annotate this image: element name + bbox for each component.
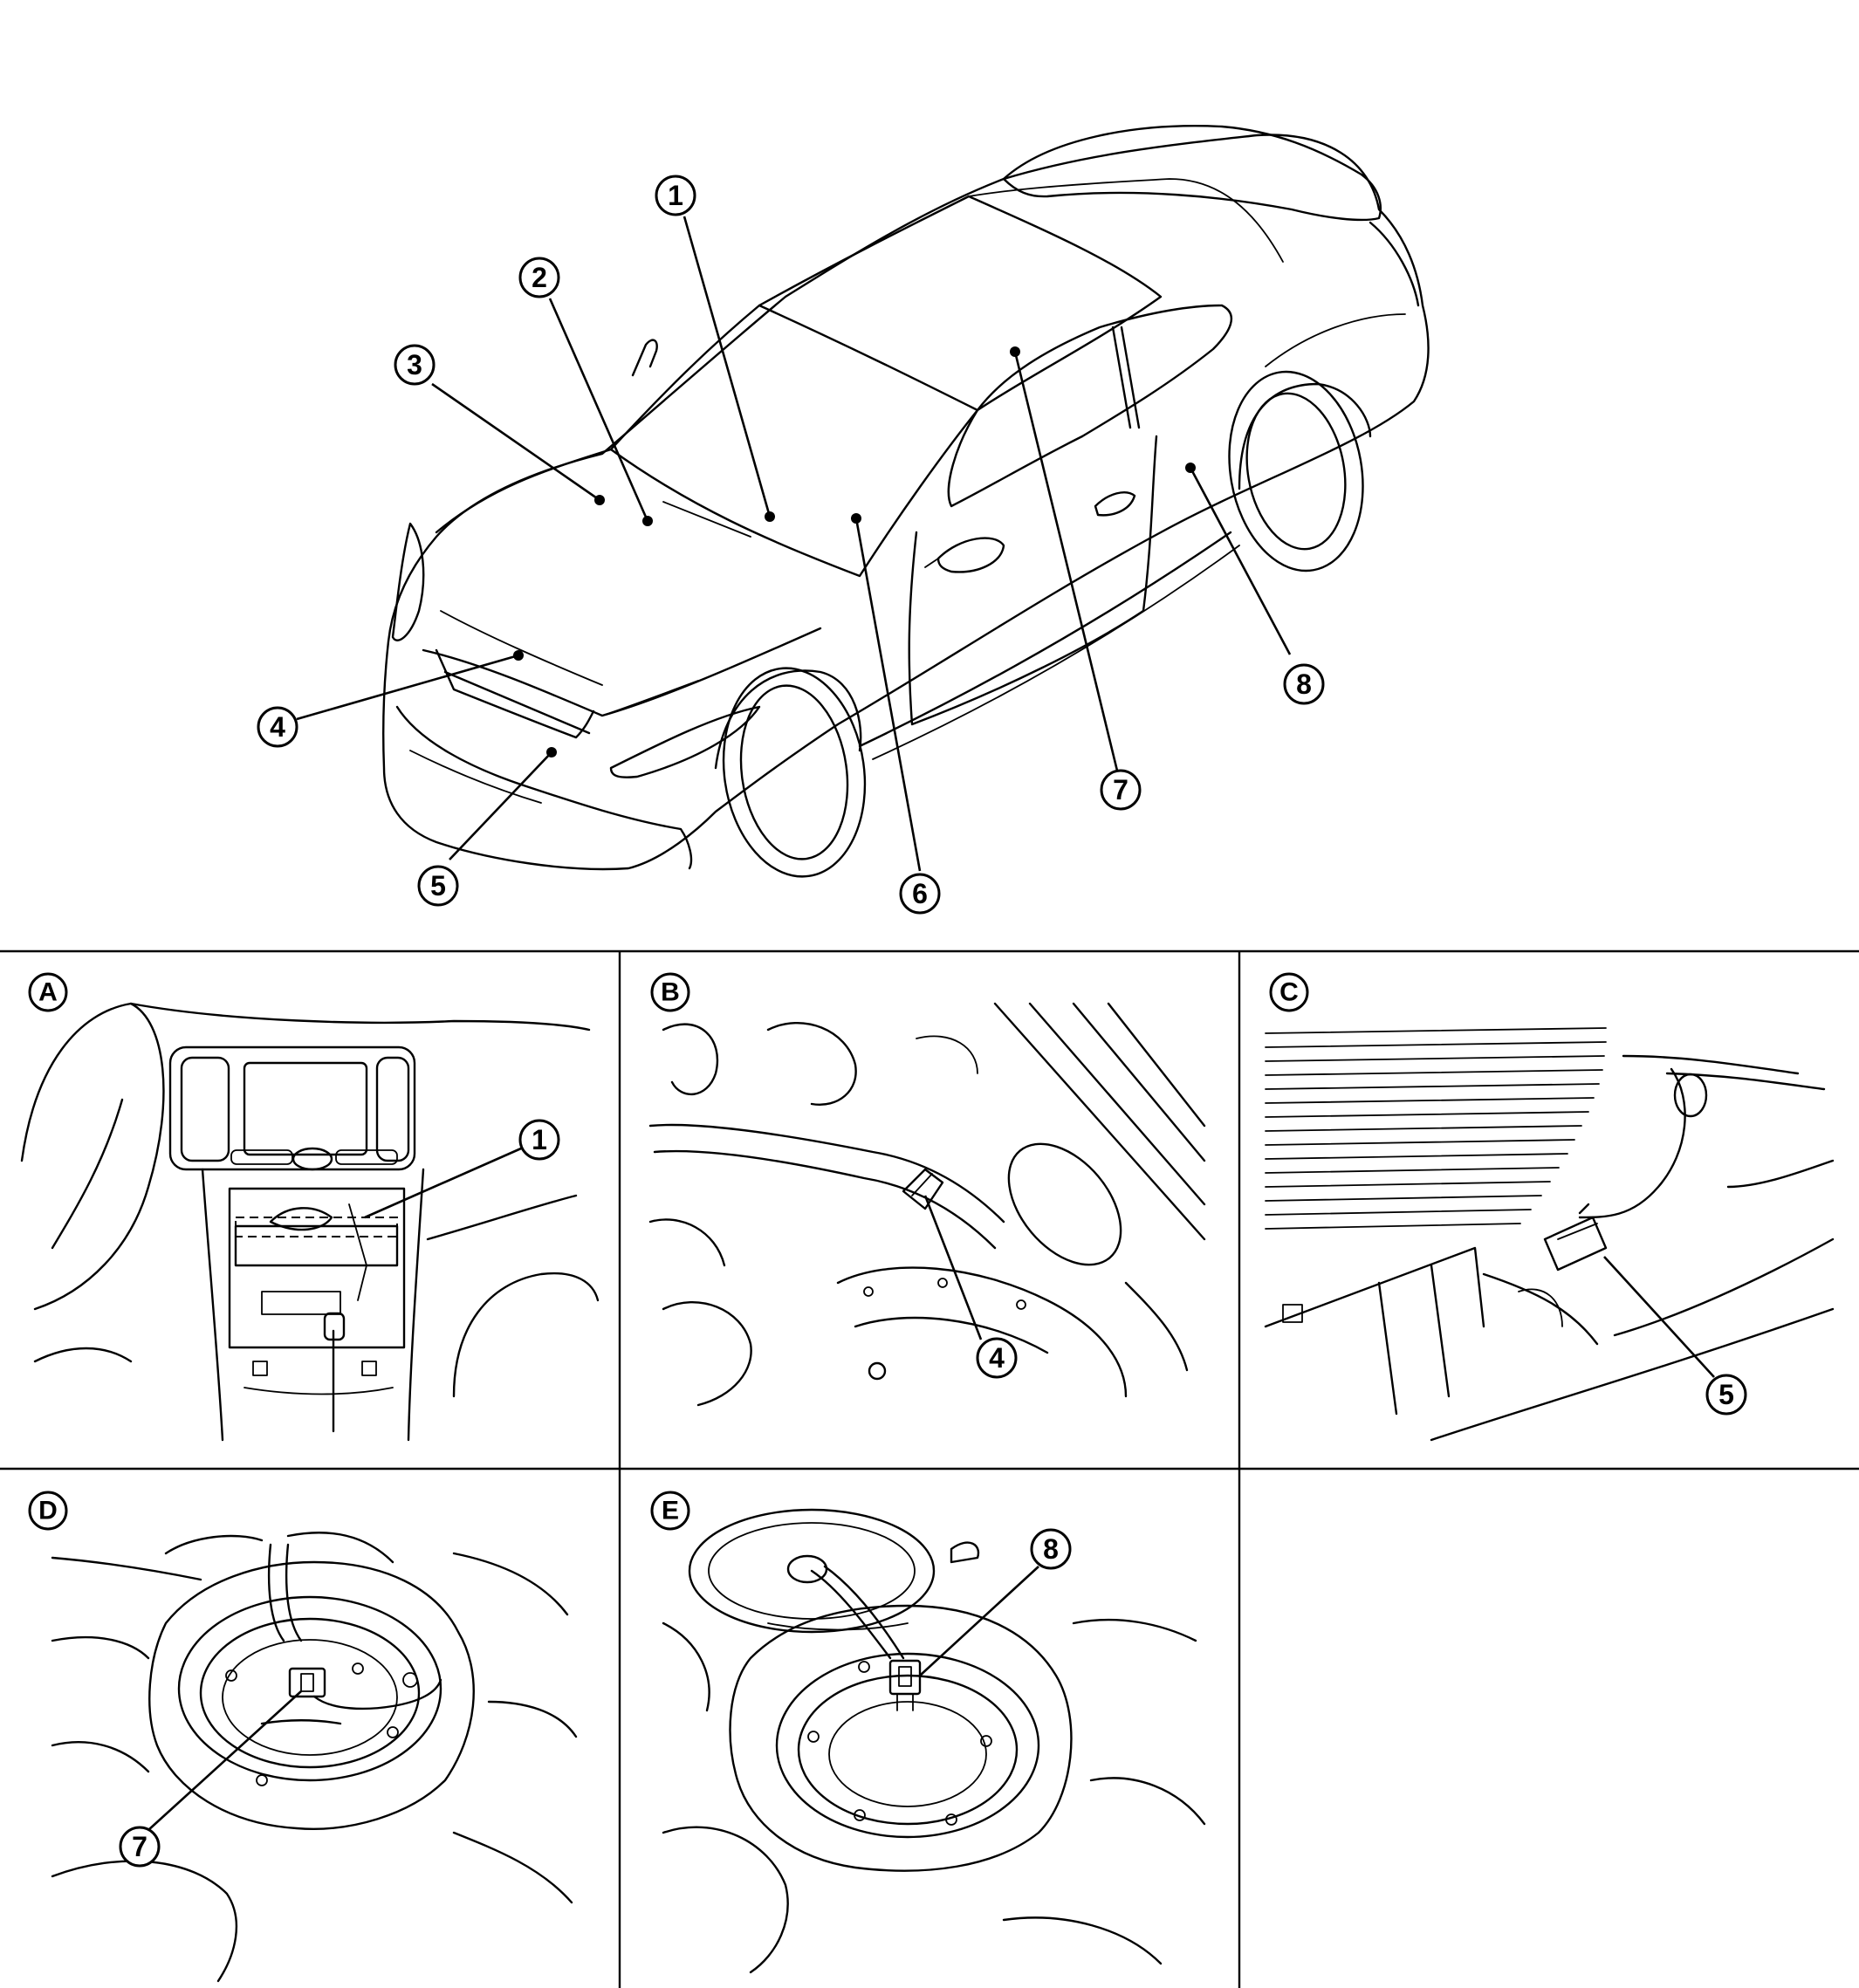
callout-3: 3 [394,344,436,386]
location-dot-5 [546,747,557,757]
callout-1: 1 [655,175,696,216]
location-dot-1 [765,511,775,522]
panel-b: B 4 [648,972,1206,1407]
svg-text:4: 4 [989,1342,1005,1374]
panel-a-callout-1: 1 [518,1119,560,1161]
panel-d-label: D [28,1491,68,1531]
callout-5: 5 [417,865,459,907]
panel-a: A 1 [20,972,600,1442]
svg-text:B: B [661,978,680,1007]
location-dot-8 [1185,463,1196,473]
svg-text:D: D [38,1497,58,1525]
svg-text:E: E [662,1497,679,1525]
location-dot-7 [1010,346,1020,357]
callout-2: 2 [518,257,560,298]
location-dot-3 [594,495,605,505]
svg-text:7: 7 [1113,774,1128,805]
panel-c-label: C [1269,972,1309,1012]
svg-text:5: 5 [430,870,446,901]
callout-6: 6 [899,873,941,915]
empty-panel [1241,1470,1857,1986]
overview-leader-lines [296,216,1292,872]
panel-d: D 7 [28,1491,578,1983]
location-dot-6 [851,513,861,524]
svg-text:2: 2 [532,262,547,293]
panel-c: C [1264,972,1835,1442]
svg-text:8: 8 [1043,1533,1059,1565]
svg-text:3: 3 [407,349,422,380]
location-dot-4 [513,650,524,661]
panel-e-callout-8: 8 [1030,1528,1072,1570]
panel-e-label: E [650,1491,690,1531]
panel-b-label: B [650,972,690,1012]
panel-a-label: A [28,972,68,1012]
callout-7: 7 [1100,769,1142,811]
panel-d-callout-7: 7 [119,1826,161,1868]
svg-text:A: A [38,978,58,1007]
panel-b-callout-4: 4 [976,1337,1018,1379]
svg-text:1: 1 [668,180,683,211]
svg-text:C: C [1279,978,1299,1007]
callout-8: 8 [1283,663,1325,705]
svg-text:8: 8 [1296,668,1312,700]
svg-text:1: 1 [532,1124,547,1155]
detail-panel-grid [0,949,1859,1988]
vehicle-overview-illustration [382,125,1430,878]
callout-4: 4 [257,706,298,748]
svg-text:7: 7 [132,1831,147,1862]
location-dot-2 [642,516,653,526]
svg-text:4: 4 [270,711,285,743]
svg-text:6: 6 [912,878,928,909]
panel-e: E 8 [650,1491,1206,1974]
panel-c-callout-5: 5 [1705,1374,1747,1416]
svg-text:5: 5 [1718,1379,1734,1410]
